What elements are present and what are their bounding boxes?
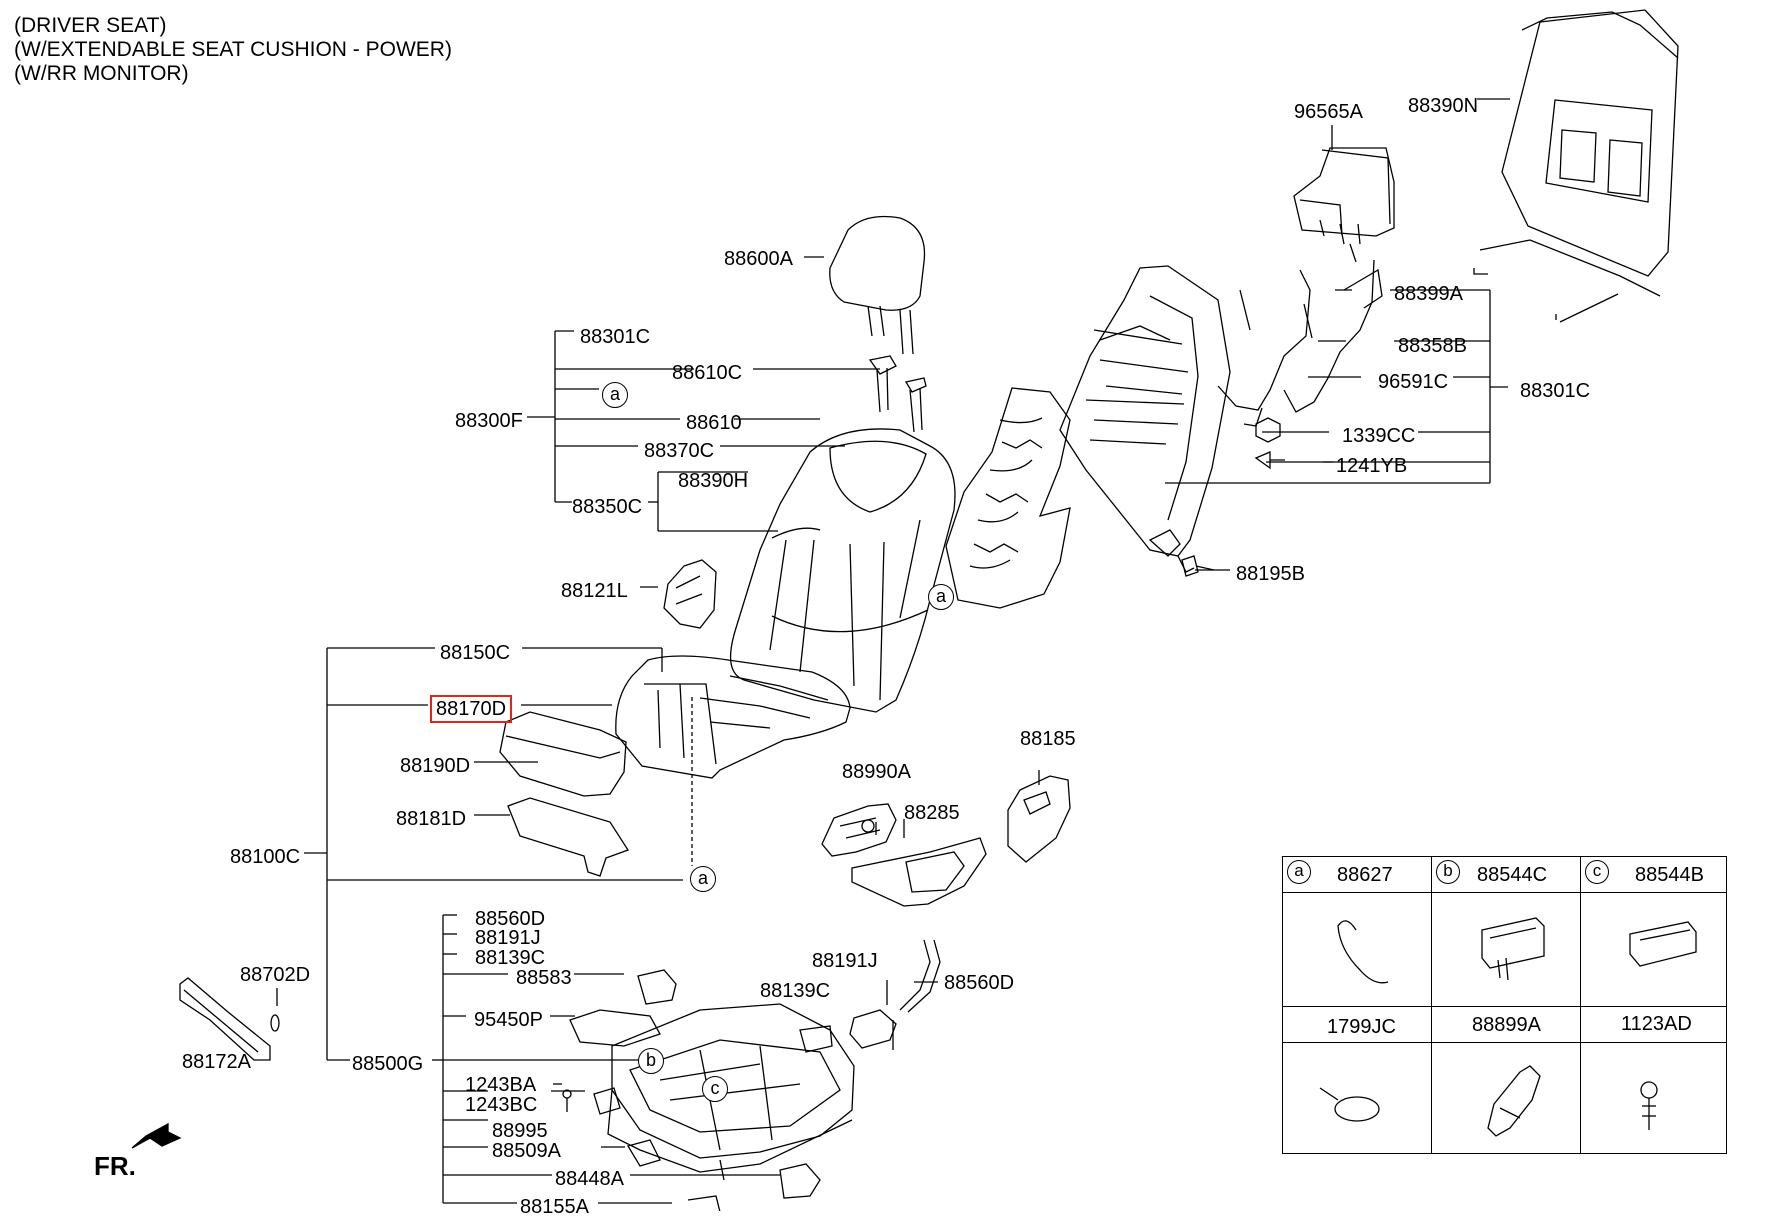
legend-image-88899A bbox=[1432, 1043, 1581, 1153]
part-label-96591C[interactable]: 96591C bbox=[1378, 371, 1449, 393]
88990a-switch-drawing bbox=[821, 803, 897, 857]
leader-lines bbox=[276, 98, 1510, 1204]
part-label-88100C[interactable]: 88100C bbox=[230, 846, 301, 868]
part-label-88185[interactable]: 88185 bbox=[1020, 728, 1076, 750]
legend-letter-c: c bbox=[1585, 860, 1609, 884]
part-label-88358B[interactable]: 88358B bbox=[1398, 335, 1467, 357]
part-label-88285[interactable]: 88285 bbox=[904, 802, 960, 824]
part-label-88610C[interactable]: 88610C bbox=[672, 362, 743, 384]
part-label-88702D[interactable]: 88702D bbox=[240, 964, 311, 986]
part-label-88610[interactable]: 88610 bbox=[686, 412, 742, 434]
legend-part-88544C[interactable]: 88544C bbox=[1477, 864, 1548, 886]
88185-cover-drawing bbox=[1007, 775, 1071, 863]
part-label-88191J-list[interactable]: 88191J bbox=[475, 927, 541, 949]
legend-header-1799JC: 1799JC bbox=[1283, 1007, 1432, 1043]
part-label-1241YB[interactable]: 1241YB bbox=[1336, 455, 1408, 477]
part-label-88448A[interactable]: 88448A bbox=[555, 1168, 624, 1190]
part-label-88560D-frame[interactable]: 88560D bbox=[944, 972, 1015, 994]
part-label-95450P[interactable]: 95450P bbox=[474, 1009, 543, 1031]
88190d-cushion-drawing bbox=[499, 711, 627, 797]
legend-image-1123AD bbox=[1581, 1043, 1727, 1153]
part-label-88399A[interactable]: 88399A bbox=[1394, 283, 1463, 305]
part-label-1339CC[interactable]: 1339CC bbox=[1342, 425, 1416, 447]
part-label-88300F[interactable]: 88300F bbox=[455, 410, 523, 432]
part-label-88350C[interactable]: 88350C bbox=[572, 496, 643, 518]
legend-part-88627[interactable]: 88627 bbox=[1337, 864, 1393, 886]
part-label-88583[interactable]: 88583 bbox=[516, 967, 572, 989]
part-label-88500G[interactable]: 88500G bbox=[352, 1053, 424, 1075]
part-label-88181D[interactable]: 88181D bbox=[396, 808, 467, 830]
legend-header-1123AD: 1123AD bbox=[1581, 1007, 1727, 1043]
88285-side-cover-drawing bbox=[851, 837, 987, 907]
88181d-cover-drawing bbox=[507, 797, 629, 877]
part-label-88155A[interactable]: 88155A bbox=[520, 1196, 589, 1218]
header-line-1: (DRIVER SEAT) bbox=[14, 14, 167, 37]
callout-b-seat-frame: b bbox=[638, 1048, 664, 1074]
part-label-88170D-highlighted[interactable]: 88170D bbox=[429, 695, 513, 723]
hardware-right-drawing bbox=[1181, 417, 1285, 577]
part-label-96565A[interactable]: 96565A bbox=[1294, 101, 1363, 123]
part-label-88995[interactable]: 88995 bbox=[492, 1120, 548, 1142]
part-label-88139C-frame[interactable]: 88139C bbox=[760, 980, 831, 1002]
part-label-88990A[interactable]: 88990A bbox=[842, 761, 911, 783]
part-label-1243BC[interactable]: 1243BC bbox=[465, 1094, 538, 1116]
headrest-guides-drawing bbox=[868, 355, 927, 433]
legend-image-1799JC bbox=[1283, 1043, 1432, 1153]
part-label-88150C[interactable]: 88150C bbox=[440, 642, 511, 664]
seat-frame-drawing bbox=[607, 1003, 855, 1181]
header-line-2: (W/EXTENDABLE SEAT CUSHION - POWER) bbox=[14, 38, 452, 61]
back-pad-drawing bbox=[945, 387, 1071, 609]
legend-part-1123AD[interactable]: 1123AD bbox=[1621, 1013, 1692, 1035]
callout-c-seat-frame: c bbox=[702, 1076, 728, 1102]
part-label-88191J-frame[interactable]: 88191J bbox=[812, 950, 878, 972]
part-label-88600A[interactable]: 88600A bbox=[724, 248, 793, 270]
seat-back-cover-drawing bbox=[729, 428, 956, 713]
part-label-88390N[interactable]: 88390N bbox=[1408, 95, 1479, 117]
legend-letter-b: b bbox=[1436, 860, 1460, 884]
legend-part-88899A[interactable]: 88899A bbox=[1472, 1014, 1541, 1036]
legend-image-88544B bbox=[1581, 893, 1727, 1007]
legend-header-b: b 88544C bbox=[1432, 857, 1581, 893]
part-label-88509A[interactable]: 88509A bbox=[492, 1140, 561, 1162]
fr-arrow-icon bbox=[131, 1122, 182, 1149]
legend-header-a: a 88627 bbox=[1283, 857, 1432, 893]
legend-icons bbox=[1319, 917, 1697, 1137]
part-label-88190D[interactable]: 88190D bbox=[400, 755, 471, 777]
part-label-88370C[interactable]: 88370C bbox=[644, 440, 715, 462]
header-line-3: (W/RR MONITOR) bbox=[14, 62, 189, 85]
legend-image-88627 bbox=[1283, 893, 1432, 1007]
wiring-harness-drawing bbox=[1217, 259, 1383, 427]
part-label-88139C-list[interactable]: 88139C bbox=[475, 947, 546, 969]
backrest-frame-drawing bbox=[1059, 265, 1231, 573]
callout-a-88100c: a bbox=[690, 866, 716, 892]
legend-letter-a: a bbox=[1287, 860, 1311, 884]
headrest-drawing bbox=[829, 215, 926, 355]
88390n-back-panel-drawing bbox=[1473, 9, 1679, 323]
front-direction-label: FR. bbox=[94, 1151, 136, 1181]
part-label-1243BA[interactable]: 1243BA bbox=[465, 1074, 537, 1096]
96565a-module-drawing bbox=[1293, 147, 1395, 263]
88121l-cover-drawing bbox=[663, 559, 717, 629]
88172a-trim-drawing bbox=[179, 977, 280, 1061]
part-label-88121L[interactable]: 88121L bbox=[561, 580, 628, 602]
legend-header-88899A: 88899A bbox=[1432, 1007, 1581, 1043]
part-label-88560D-list[interactable]: 88560D bbox=[475, 908, 546, 930]
part-label-88301C-left[interactable]: 88301C bbox=[580, 326, 651, 348]
seat-frame-motors-drawing bbox=[562, 939, 941, 1211]
part-label-88390H[interactable]: 88390H bbox=[678, 470, 749, 492]
callout-a-seatback: a bbox=[928, 584, 954, 610]
legend-table: a 88627 b 88544C c 88544B 1799JC 88899A … bbox=[1282, 856, 1727, 1154]
part-label-88301C-right[interactable]: 88301C bbox=[1520, 380, 1591, 402]
legend-image-88544C bbox=[1432, 893, 1581, 1007]
legend-header-c: c 88544B bbox=[1581, 857, 1727, 893]
callout-a-88300f: a bbox=[602, 382, 628, 408]
part-label-88172A[interactable]: 88172A bbox=[182, 1051, 251, 1073]
legend-part-1799JC[interactable]: 1799JC bbox=[1327, 1016, 1396, 1038]
part-label-88195B[interactable]: 88195B bbox=[1236, 563, 1305, 585]
seat-cushion-drawing bbox=[615, 655, 851, 779]
legend-part-88544B[interactable]: 88544B bbox=[1635, 864, 1704, 886]
